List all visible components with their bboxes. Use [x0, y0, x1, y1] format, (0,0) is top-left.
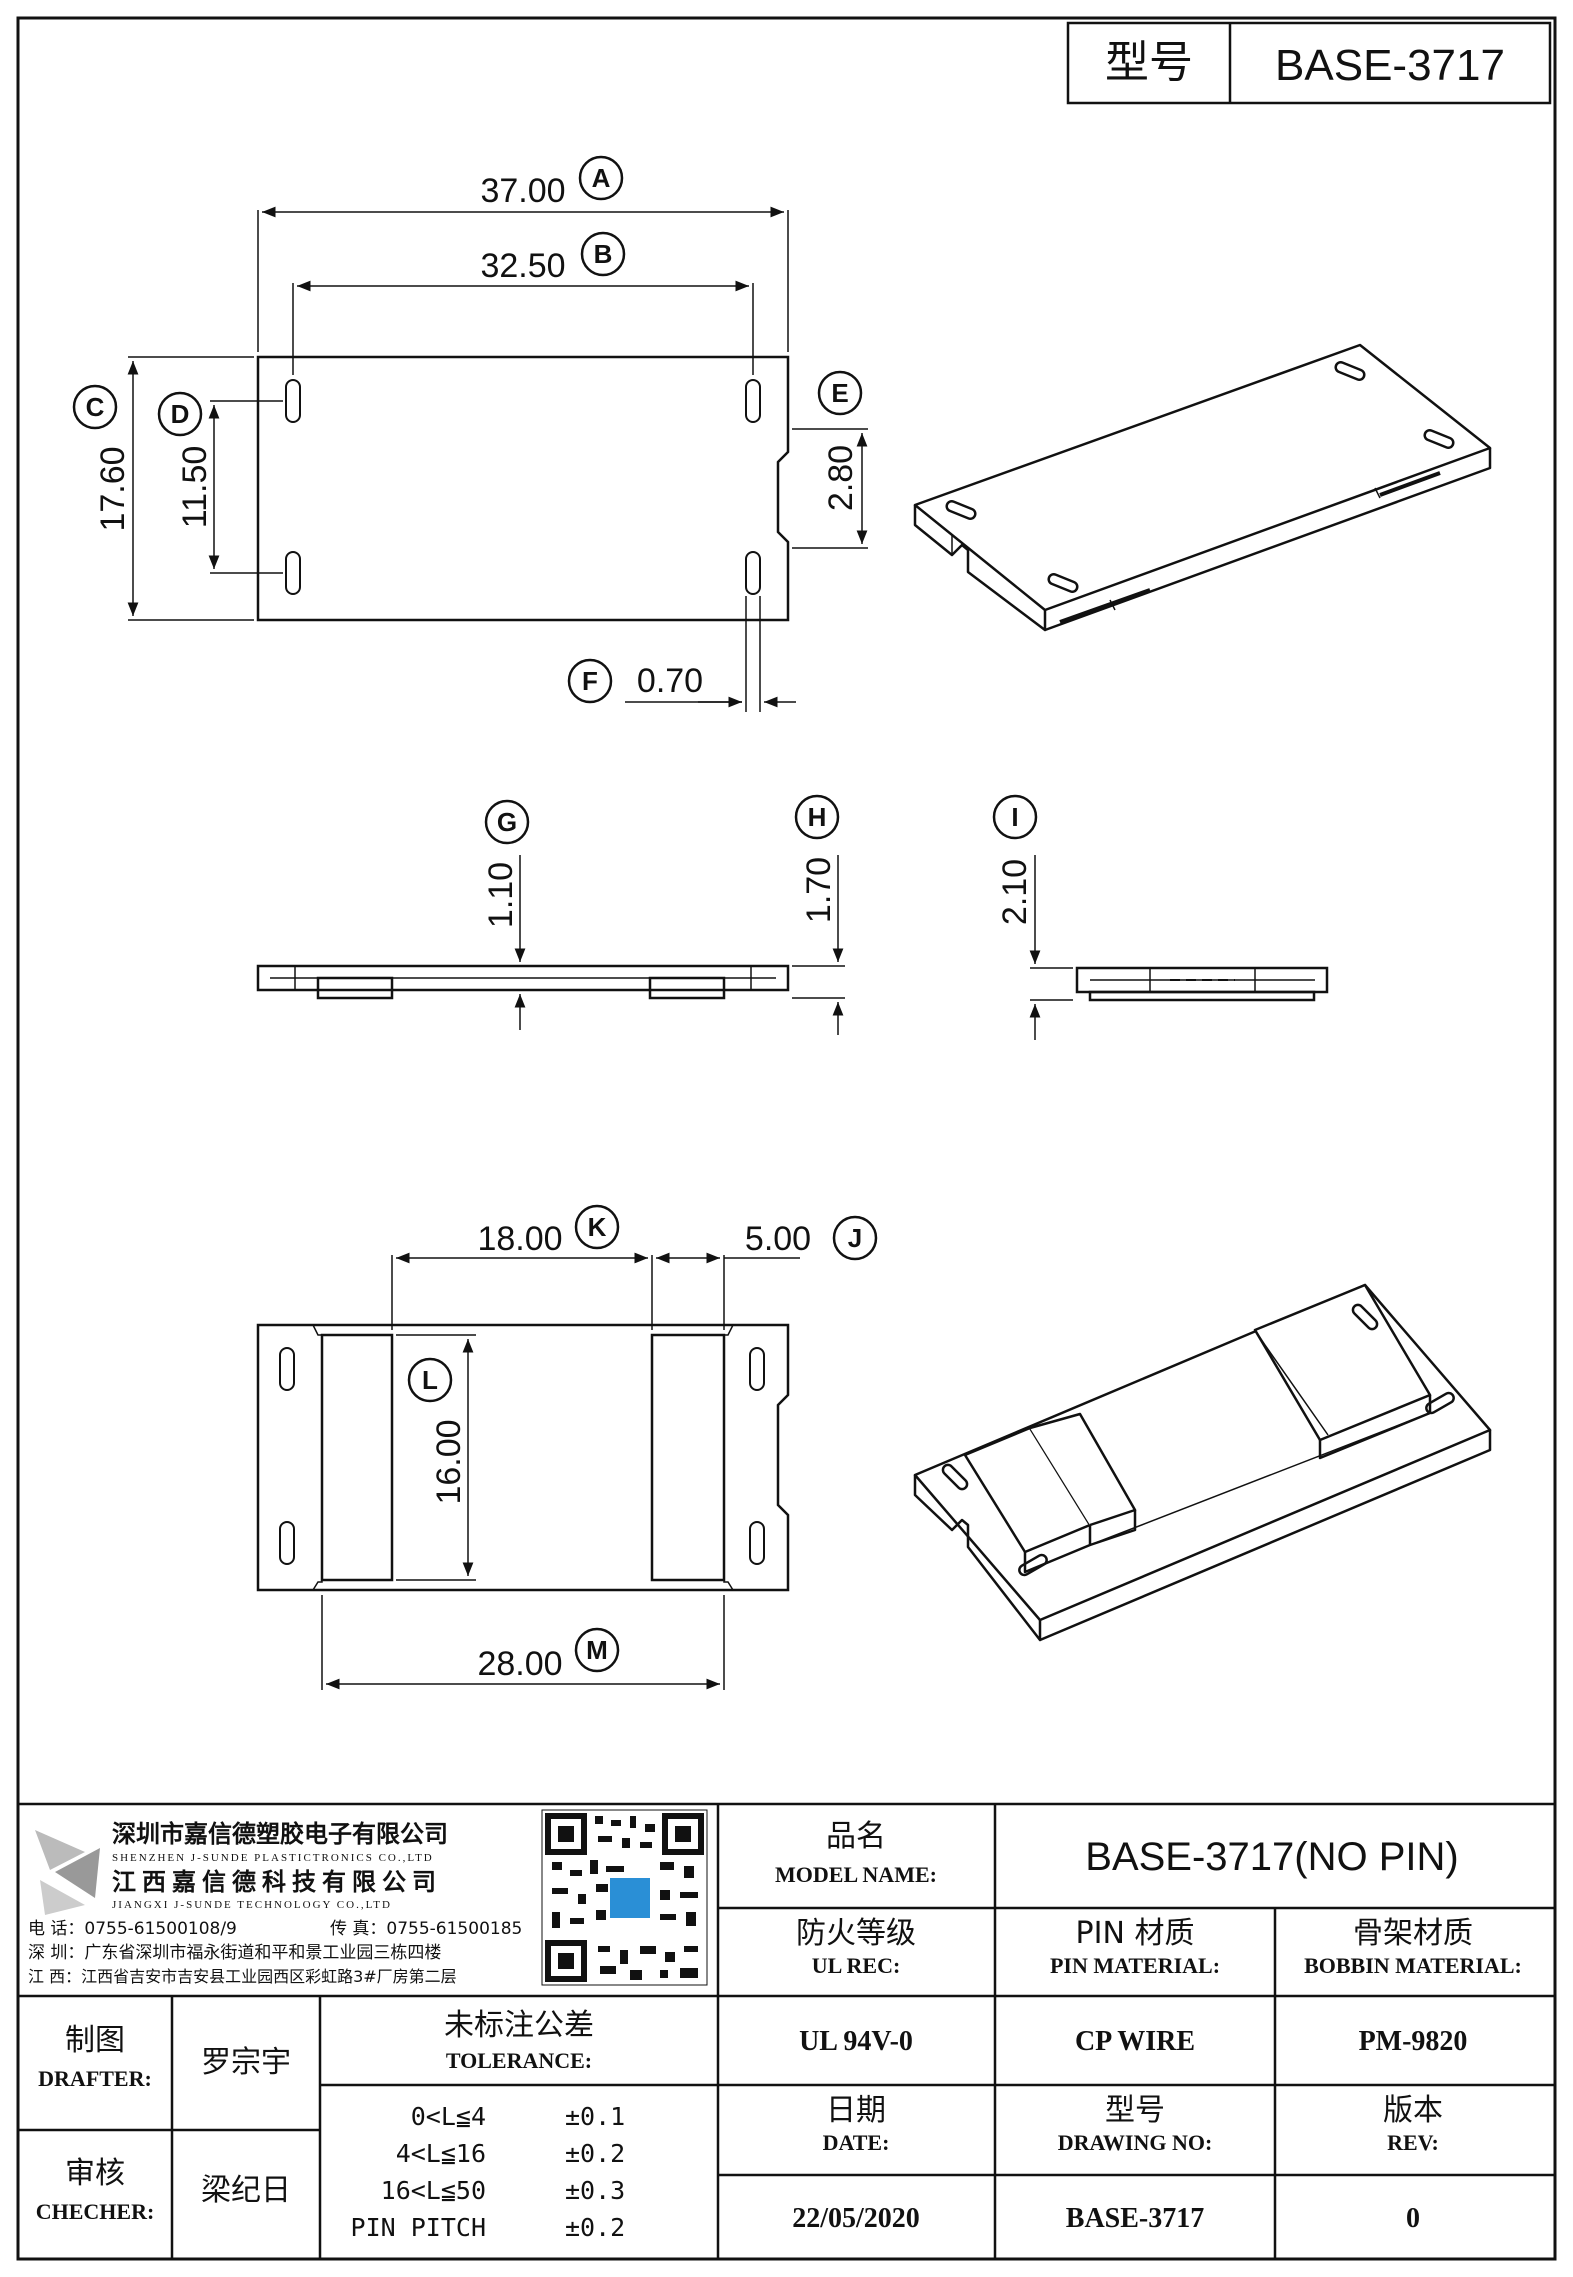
dim-k-value: 18.00: [477, 1220, 562, 1258]
dim-c-value: 17.60: [94, 446, 132, 531]
dim-a-value: 37.00: [480, 172, 565, 210]
tolerance-value: ±0.1: [565, 2102, 625, 2131]
slot: [749, 1347, 765, 1391]
dim-f-value: 0.70: [637, 662, 703, 700]
header-model-value: BASE-3717: [1275, 41, 1505, 90]
dim-h-value: 1.70: [800, 857, 838, 923]
dim-h-tag: H: [808, 802, 827, 832]
dim-l-value: 16.00: [430, 1419, 468, 1504]
bottom-view: 18.00 K 5.00 J 16.00 L 28.00 M: [256, 1204, 878, 1690]
dim-k-tag: K: [588, 1212, 607, 1242]
company-name-cn-2: 江西嘉信德科技有限公司: [112, 1868, 442, 1896]
dim-d-tag: D: [171, 399, 190, 429]
company-name-en-1: SHENZHEN J-SUNDE PLASTICTRONICS CO.,LTD: [112, 1852, 434, 1864]
rev-value: 0: [1406, 2203, 1420, 2234]
ul-label-cn: 防火等级: [796, 1916, 916, 1951]
slot: [279, 1347, 295, 1391]
ul-label-en: UL REC:: [812, 1953, 901, 1978]
rev-label-en: REV:: [1387, 2130, 1439, 2155]
dim-e-value: 2.80: [822, 445, 860, 511]
drafter-label-cn: 制图: [65, 2023, 125, 2058]
checker-name: 梁纪日: [201, 2173, 291, 2208]
dim-g-tag: G: [497, 807, 517, 837]
company-address-jiangxi: 江 西：江西省吉安市吉安县工业园西区彩虹路3#厂房第二层: [28, 1967, 457, 1986]
side-view: 1.10 G 1.70 H: [256, 794, 845, 1035]
header-model-box: 型号 BASE-3717: [1066, 21, 1552, 105]
ul-value: UL 94V-0: [799, 2026, 913, 2057]
slot: [745, 551, 761, 595]
tolerance-value: ±0.2: [565, 2213, 625, 2242]
dim-d-value: 11.50: [176, 446, 214, 529]
slot: [285, 379, 301, 423]
drafter-name: 罗宗宇: [201, 2045, 291, 2080]
tolerance-value: ±0.3: [565, 2176, 625, 2205]
slot: [749, 1521, 765, 1565]
slot: [745, 379, 761, 423]
dim-b-value: 32.50: [480, 247, 565, 285]
date-value: 22/05/2020: [792, 2203, 920, 2234]
checker-label-cn: 审核: [65, 2156, 125, 2191]
company-name-en-2: JIANGXI J-SUNDE TECHNOLOGY CO.,LTD: [112, 1899, 392, 1911]
bobbin-material-label-en: BOBBIN MATERIAL:: [1304, 1953, 1522, 1978]
isometric-view-bottom: [913, 1283, 1492, 1642]
end-view: 2.10 I: [992, 794, 1329, 1040]
drawing-no-label-en: DRAWING NO:: [1058, 2130, 1213, 2155]
checker-label-en: CHECHER:: [36, 2199, 155, 2224]
company-logo: [35, 1830, 100, 1915]
drawing-no-value: BASE-3717: [1066, 2203, 1204, 2234]
dim-j-value: 5.00: [745, 1220, 811, 1258]
rev-label-cn: 版本: [1383, 2093, 1443, 2128]
company-block: 深圳市嘉信德塑胶电子有限公司 SHENZHEN J-SUNDE PLASTICT…: [28, 1809, 708, 1986]
dim-g-value: 1.10: [482, 862, 520, 928]
tolerance-range: 16<L≦50: [381, 2176, 486, 2205]
qr-code: [541, 1809, 708, 1986]
header-model-label: 型号: [1105, 37, 1193, 88]
dim-a-tag: A: [592, 163, 611, 193]
tolerance-range: 4<L≦16: [396, 2139, 486, 2168]
date-label-cn: 日期: [826, 2093, 886, 2128]
drafter-label-en: DRAFTER:: [38, 2066, 152, 2091]
company-fax: 传 真：0755-61500185: [330, 1919, 522, 1939]
sheet-border: [16, 16, 1557, 2261]
tolerance-range: 0<L≦4: [411, 2102, 486, 2131]
dim-b-tag: B: [594, 239, 613, 269]
tolerance-table: 0<L≦4 ±0.1 4<L≦16 ±0.2 16<L≦50 ±0.3 PIN …: [351, 2102, 626, 2242]
bobbin-material-label-cn: 骨架材质: [1353, 1916, 1473, 1951]
dim-m-value: 28.00: [477, 1645, 562, 1683]
tolerance-label-cn: 未标注公差: [444, 2008, 594, 2043]
company-name-cn-1: 深圳市嘉信德塑胶电子有限公司: [112, 1820, 448, 1848]
slot: [285, 551, 301, 595]
dim-f-tag: F: [582, 666, 598, 696]
company-address-shenzhen: 深 圳：广东省深圳市福永街道和平和景工业园三栋四楼: [28, 1943, 441, 1963]
tolerance-range: PIN PITCH: [351, 2213, 486, 2242]
product-name-label-cn: 品名: [826, 1819, 886, 1854]
pin-material-label-en: PIN MATERIAL:: [1050, 1953, 1220, 1978]
dim-m-tag: M: [586, 1635, 608, 1665]
date-label-en: DATE:: [823, 2130, 890, 2155]
pin-material-label-cn: PIN 材质: [1076, 1916, 1195, 1951]
drawing-no-label-cn: 型号: [1105, 2093, 1165, 2128]
pin-material-value: CP WIRE: [1075, 2026, 1195, 2057]
isometric-view-top: [913, 343, 1492, 632]
product-name-value: BASE-3717(NO PIN): [1085, 1835, 1458, 1879]
dim-j-tag: J: [848, 1223, 862, 1253]
dim-e-tag: E: [831, 378, 848, 408]
tolerance-value: ±0.2: [565, 2139, 625, 2168]
top-view: 37.00 A 32.50 B 17.60 C 11.50 D 2.80 E: [72, 155, 868, 712]
dim-i-tag: I: [1011, 802, 1018, 832]
dim-l-tag: L: [422, 1365, 438, 1395]
product-name-label-en: MODEL NAME:: [775, 1862, 937, 1887]
tolerance-label-en: TOLERANCE:: [446, 2048, 592, 2073]
dim-c-tag: C: [86, 392, 105, 422]
slot: [279, 1521, 295, 1565]
company-phone: 电 话：0755-61500108/9: [28, 1919, 237, 1939]
bobbin-material-value: PM-9820: [1359, 2026, 1468, 2057]
dim-i-value: 2.10: [996, 859, 1034, 925]
title-block: [18, 1802, 1555, 2259]
